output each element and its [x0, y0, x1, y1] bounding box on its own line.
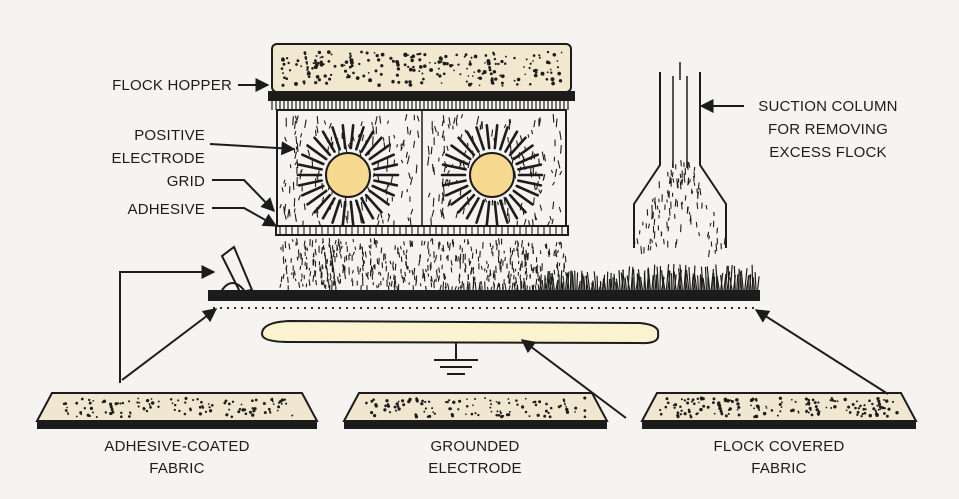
fabric-conveyor: [208, 290, 760, 310]
hopper-sieve-teeth: [271, 101, 569, 110]
label-flock-hopper: FLOCK HOPPER: [112, 77, 232, 94]
label-adhesive-fabric-line1: ADHESIVE-COATED: [104, 438, 249, 455]
label-flock-fabric-line1: FLOCK COVERED: [714, 438, 845, 455]
swatch-grounded-electrode: [342, 392, 609, 429]
label-adhesive: ADHESIVE: [128, 201, 205, 218]
flock-hopper: [268, 43, 575, 110]
adhesive-applicator-blade: [220, 245, 254, 294]
label-grid: GRID: [167, 173, 205, 190]
arrow-adhesive: [212, 207, 278, 227]
label-suction-line1: SUCTION COLUMN: [758, 98, 897, 115]
arrow-grounded-electrode: [520, 339, 627, 419]
flock-pile-on-fabric: [439, 263, 760, 291]
arrow-adhesive-fabric-blade: [119, 265, 216, 383]
fabric-underside-dots: [212, 306, 755, 310]
label-suction-line2: FOR REMOVING: [768, 121, 888, 138]
arrow-grid: [212, 179, 275, 213]
hopper-flock-particles: [280, 50, 563, 87]
grounded-electrode: [260, 319, 660, 375]
label-grounded-line2: ELECTRODE: [428, 460, 522, 477]
leader-lines: [119, 78, 889, 419]
arrow-adhesive-fabric-start: [121, 308, 218, 381]
suction-column: [633, 62, 727, 258]
falling-flock-fibers: [279, 237, 567, 293]
arrow-flock-covered-fabric: [754, 309, 889, 395]
label-suction-line3: EXCESS FLOCK: [769, 144, 886, 161]
label-positive-electrode-line1: POSITIVE: [134, 127, 205, 144]
arrow-positive-electrode: [209, 141, 296, 156]
positive-electrode-left: [296, 124, 400, 226]
label-flock-fabric-line2: FABRIC: [751, 460, 806, 477]
label-adhesive-fabric-line2: FABRIC: [149, 460, 204, 477]
positive-electrode-right: [440, 124, 544, 226]
suction-flock-particles: [633, 160, 726, 258]
swatch-flock-covered-fabric: [640, 392, 918, 429]
positive-electrode-chamber: [275, 109, 569, 236]
label-positive-electrode-line2: ELECTRODE: [112, 150, 206, 167]
label-grounded-line1: GROUNDED: [430, 438, 519, 455]
electrode-grid: [279, 227, 563, 234]
swatch-adhesive-coated-fabric: [35, 392, 319, 429]
